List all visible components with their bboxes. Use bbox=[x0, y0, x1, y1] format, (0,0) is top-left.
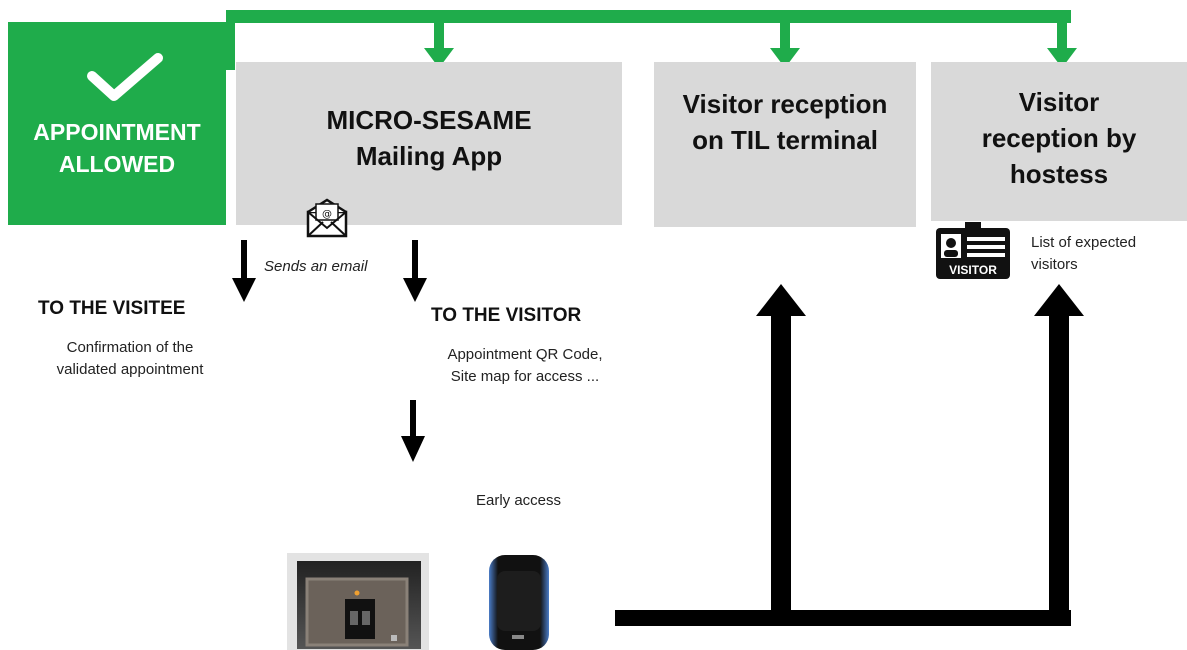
visitor-badge-icon: VISITOR bbox=[936, 222, 1010, 279]
appointment-allowed-label: APPOINTMENT ALLOWED bbox=[33, 119, 201, 177]
svg-text:@: @ bbox=[322, 209, 332, 220]
visitor-description: Appointment QR Code, Site map for access… bbox=[447, 346, 603, 385]
green-arrow-mailing bbox=[424, 20, 454, 68]
expected-visitors-note: List of expected visitors bbox=[1031, 234, 1137, 273]
til-terminal-box: Visitor reception on TIL terminal bbox=[654, 62, 916, 227]
visitor-badge-text: VISITOR bbox=[949, 263, 997, 277]
green-bus-line bbox=[226, 10, 1071, 23]
hostess-title-2: reception by bbox=[981, 123, 1137, 153]
envelope-icon: @ bbox=[306, 198, 348, 238]
visitee-heading: TO THE VISITEE bbox=[38, 298, 186, 319]
hostess-title-3: hostess bbox=[1009, 159, 1109, 189]
sends-email-label: Sends an email bbox=[264, 258, 368, 275]
arrow-up-hostess bbox=[1034, 284, 1084, 626]
early-access-label: Early access bbox=[476, 492, 562, 509]
til-terminal-title-2: on TIL terminal bbox=[692, 125, 878, 155]
mailing-app-title-2: Mailing App bbox=[355, 141, 503, 171]
green-bus-left-drop bbox=[226, 10, 235, 70]
mailing-app-box: MICRO-SESAME Mailing App bbox=[236, 62, 622, 225]
arrow-to-visitor bbox=[403, 240, 427, 302]
visitee-description: Confirmation of the validated appointmen… bbox=[56, 339, 204, 378]
return-bottom-line bbox=[615, 610, 1071, 626]
arrow-up-til bbox=[756, 284, 806, 612]
green-arrow-til bbox=[770, 20, 800, 68]
green-arrow-hostess bbox=[1047, 20, 1077, 68]
arrow-to-visitee bbox=[232, 240, 256, 302]
arrow-to-early-access bbox=[401, 400, 425, 462]
appointment-allowed-box: APPOINTMENT ALLOWED bbox=[8, 22, 226, 225]
wall-reader-icon bbox=[287, 553, 429, 650]
hostess-title-1: Visitor bbox=[1018, 87, 1100, 117]
til-terminal-title-1: Visitor reception bbox=[682, 89, 888, 119]
visitor-heading: TO THE VISITOR bbox=[431, 305, 582, 326]
mailing-app-title-1: MICRO-SESAME bbox=[326, 105, 532, 135]
hostess-reception-box: Visitor reception by hostess bbox=[931, 62, 1187, 221]
check-icon bbox=[87, 53, 163, 101]
terminal-reader-icon bbox=[489, 555, 549, 650]
